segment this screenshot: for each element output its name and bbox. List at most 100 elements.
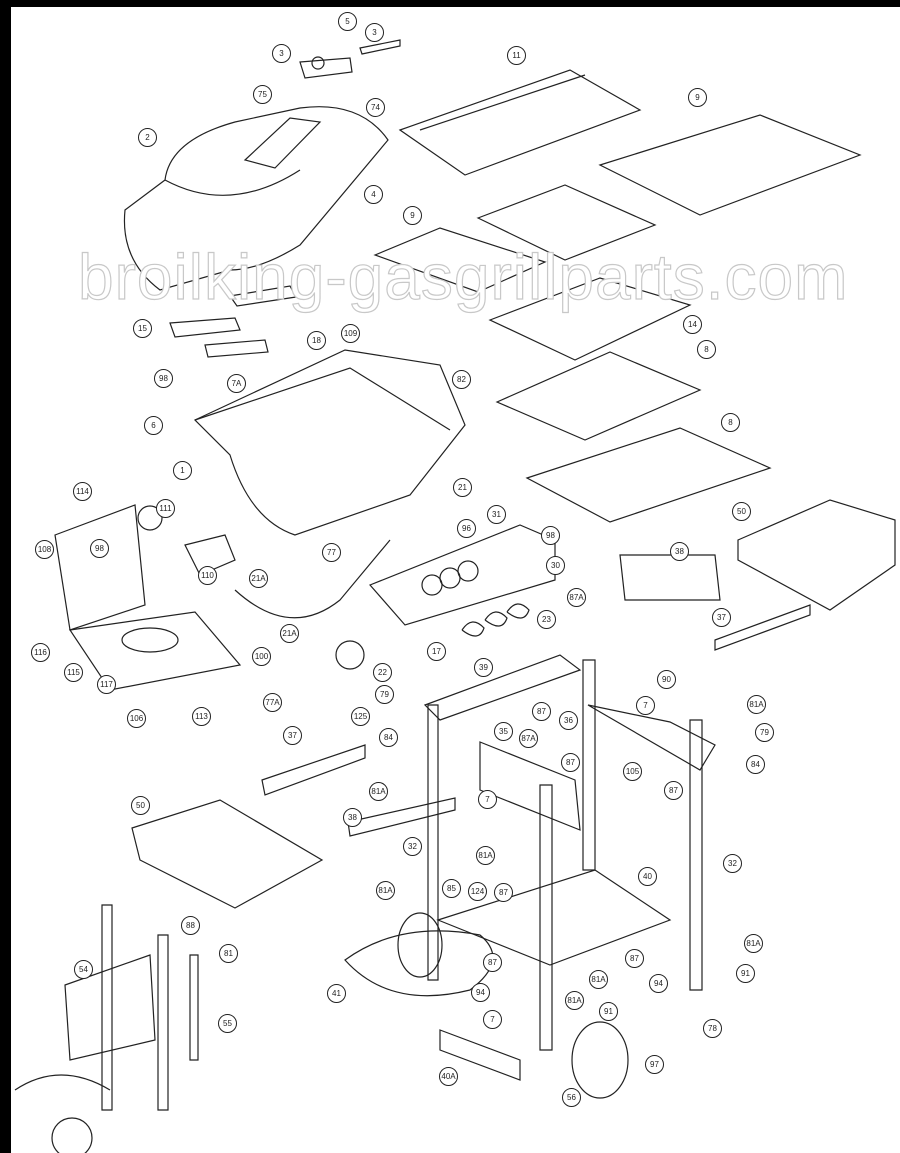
part-callout-117: 117 — [97, 675, 116, 694]
part-callout-41: 41 — [327, 984, 346, 1003]
part-callout-9: 9 — [403, 206, 422, 225]
part-callout-87: 87 — [561, 753, 580, 772]
part-callout-97: 97 — [645, 1055, 664, 1074]
lid-handle-parts — [299, 39, 401, 79]
part-callout-94: 94 — [471, 983, 490, 1002]
part-callout-106: 106 — [127, 709, 146, 728]
part-callout-3: 3 — [272, 44, 291, 63]
part-callout-111: 111 — [156, 499, 175, 518]
part-callout-5: 5 — [338, 12, 357, 31]
part-callout-40: 40 — [638, 867, 657, 886]
diagram-sheet — [11, 7, 900, 1153]
part-callout-77a: 77A — [263, 693, 282, 712]
part-callout-7: 7 — [478, 790, 497, 809]
part-callout-98: 98 — [541, 526, 560, 545]
part-callout-81a: 81A — [369, 782, 388, 801]
part-callout-31: 31 — [487, 505, 506, 524]
part-callout-50: 50 — [732, 502, 751, 521]
wheels — [51, 912, 629, 1153]
part-callout-4: 4 — [364, 185, 383, 204]
part-callout-39: 39 — [474, 658, 493, 677]
part-callout-1: 1 — [173, 461, 192, 480]
part-callout-8: 8 — [721, 413, 740, 432]
part-callout-108: 108 — [35, 540, 54, 559]
part-callout-109: 109 — [341, 324, 360, 343]
part-callout-40a: 40A — [439, 1067, 458, 1086]
side-burner-shelf — [54, 504, 242, 691]
part-callout-9: 9 — [688, 88, 707, 107]
part-callout-81a: 81A — [476, 846, 495, 865]
part-callout-35: 35 — [494, 722, 513, 741]
part-callout-98: 98 — [90, 539, 109, 558]
part-callout-114: 114 — [73, 482, 92, 501]
part-callout-37: 37 — [712, 608, 731, 627]
warming-rack — [398, 69, 642, 176]
side-shelf-left — [131, 799, 324, 909]
part-callout-38: 38 — [343, 808, 362, 827]
part-callout-96: 96 — [457, 519, 476, 538]
part-callout-100: 100 — [252, 647, 271, 666]
part-callout-15: 15 — [133, 319, 152, 338]
partial-cart-lower-left — [14, 904, 199, 1111]
briquettes — [488, 277, 692, 361]
tank-bracket — [439, 1029, 521, 1081]
part-callout-81a: 81A — [376, 881, 395, 900]
part-callout-87a: 87A — [519, 729, 538, 748]
part-callout-81a: 81A — [565, 991, 584, 1010]
part-callout-87: 87 — [483, 953, 502, 972]
part-callout-21a: 21A — [249, 569, 268, 588]
watermark-text: broilking-gasgrillparts.com — [77, 241, 849, 313]
part-callout-8: 8 — [697, 340, 716, 359]
firebox — [193, 349, 466, 536]
part-callout-74: 74 — [366, 98, 385, 117]
part-callout-81a: 81A — [744, 934, 763, 953]
part-callout-78: 78 — [703, 1019, 722, 1038]
part-callout-54: 54 — [74, 960, 93, 979]
part-callout-115: 115 — [64, 663, 83, 682]
cooking-grid-center — [476, 184, 657, 261]
part-callout-21: 21 — [453, 478, 472, 497]
part-callout-56: 56 — [562, 1088, 581, 1107]
part-callout-7a: 7A — [227, 374, 246, 393]
cooking-grid-left — [373, 227, 547, 293]
part-callout-90: 90 — [657, 670, 676, 689]
control-panel — [368, 524, 556, 637]
part-callout-87a: 87A — [567, 588, 586, 607]
part-callout-85: 85 — [442, 879, 461, 898]
part-callout-81a: 81A — [747, 695, 766, 714]
part-callout-2: 2 — [138, 128, 157, 147]
part-callout-87: 87 — [625, 949, 644, 968]
part-callout-22: 22 — [373, 663, 392, 682]
part-callout-81a: 81A — [589, 970, 608, 989]
part-callout-32: 32 — [403, 837, 422, 856]
part-callout-105: 105 — [623, 762, 642, 781]
part-callout-94: 94 — [649, 974, 668, 993]
part-callout-87: 87 — [532, 702, 551, 721]
rock-grate — [495, 351, 702, 441]
part-callout-84: 84 — [379, 728, 398, 747]
part-callout-98: 98 — [154, 369, 173, 388]
part-callout-38: 38 — [670, 542, 689, 561]
part-callout-14: 14 — [683, 315, 702, 334]
part-callout-91: 91 — [736, 964, 755, 983]
part-callout-88: 88 — [181, 916, 200, 935]
side-shelf-right — [737, 499, 896, 611]
part-callout-116: 116 — [31, 643, 50, 662]
part-callout-36: 36 — [559, 711, 578, 730]
part-callout-113: 113 — [192, 707, 211, 726]
base-ring — [344, 930, 494, 997]
part-callout-18: 18 — [307, 331, 326, 350]
lid — [123, 106, 389, 291]
part-callout-55: 55 — [218, 1014, 237, 1033]
part-callout-110: 110 — [198, 566, 217, 585]
part-callout-84: 84 — [746, 755, 765, 774]
part-callout-87: 87 — [664, 781, 683, 800]
part-callout-125: 125 — [351, 707, 370, 726]
part-callout-23: 23 — [537, 610, 556, 629]
part-callout-32: 32 — [723, 854, 742, 873]
part-callout-21a: 21A — [280, 624, 299, 643]
burner — [169, 285, 297, 358]
heat-shield — [525, 427, 772, 523]
